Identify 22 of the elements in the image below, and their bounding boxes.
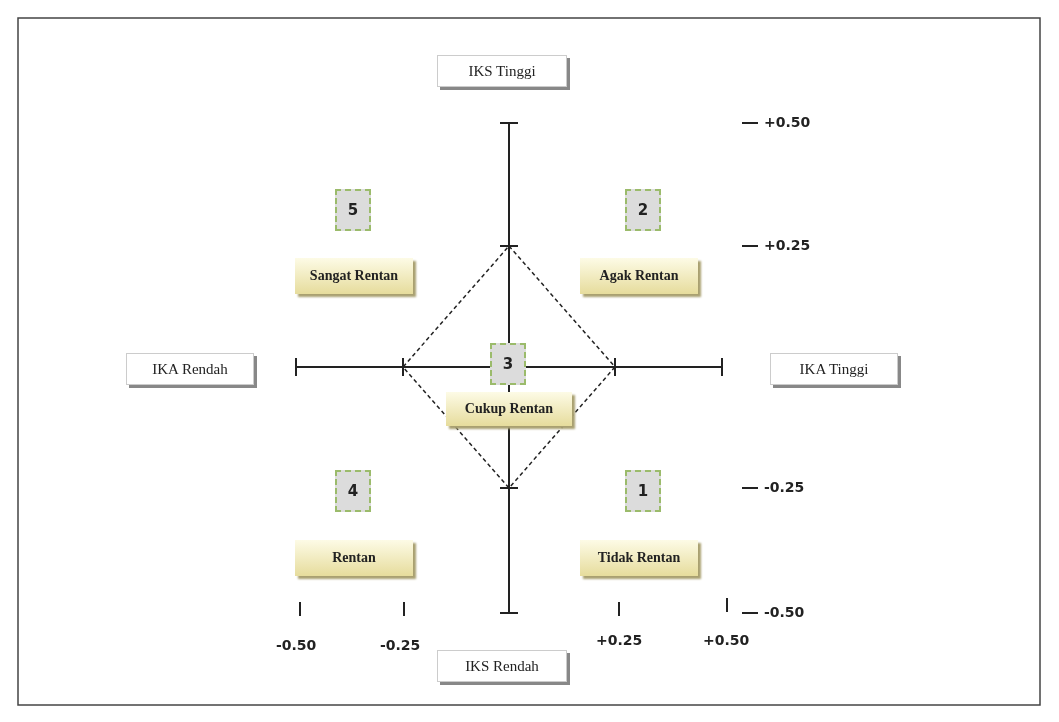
scale-value: +0.50 (703, 632, 750, 648)
category-number: 4 (335, 470, 371, 512)
scale-value: +0.50 (764, 114, 811, 130)
category-label: Agak Rentan (580, 258, 698, 294)
category-number: 3 (490, 343, 526, 385)
scale-value: -0.25 (380, 637, 421, 653)
category-label: Rentan (295, 540, 413, 576)
axis-label: IKA Rendah (126, 353, 254, 385)
axis-label: IKS Tinggi (437, 55, 567, 87)
axis-label: IKS Rendah (437, 650, 567, 682)
scale-value: -0.25 (764, 479, 805, 495)
category-number: 1 (625, 470, 661, 512)
scale-value: -0.50 (276, 637, 317, 653)
scale-value: +0.25 (764, 237, 811, 253)
category-label: Sangat Rentan (295, 258, 413, 294)
scale-value: +0.25 (596, 632, 643, 648)
category-number: 5 (335, 189, 371, 231)
category-label: Tidak Rentan (580, 540, 698, 576)
category-number: 2 (625, 189, 661, 231)
scale-value: -0.50 (764, 604, 805, 620)
axis-label: IKA Tinggi (770, 353, 898, 385)
category-label: Cukup Rentan (446, 392, 572, 426)
